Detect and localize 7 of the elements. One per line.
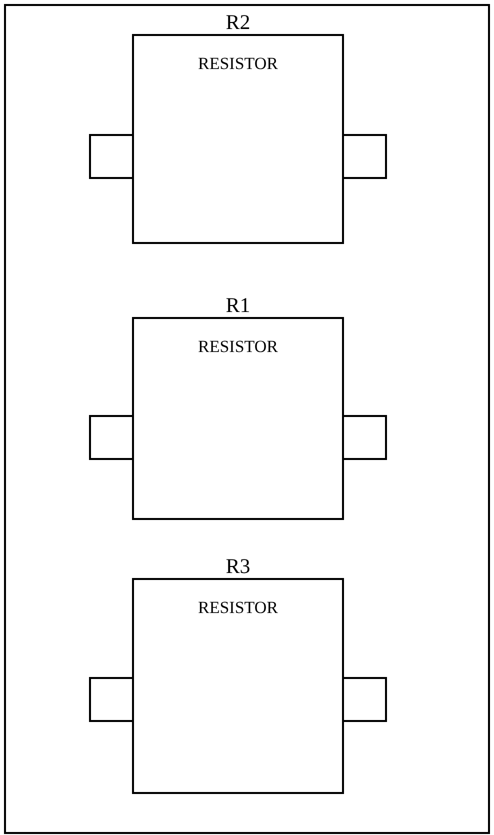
component-label: RESISTOR xyxy=(198,54,278,74)
component-designator: R2 xyxy=(226,10,250,35)
component-label: RESISTOR xyxy=(198,598,278,618)
component-label: RESISTOR xyxy=(198,337,278,357)
outer-frame xyxy=(4,4,490,834)
component-designator: R3 xyxy=(226,554,250,579)
component-designator: R1 xyxy=(226,293,250,318)
